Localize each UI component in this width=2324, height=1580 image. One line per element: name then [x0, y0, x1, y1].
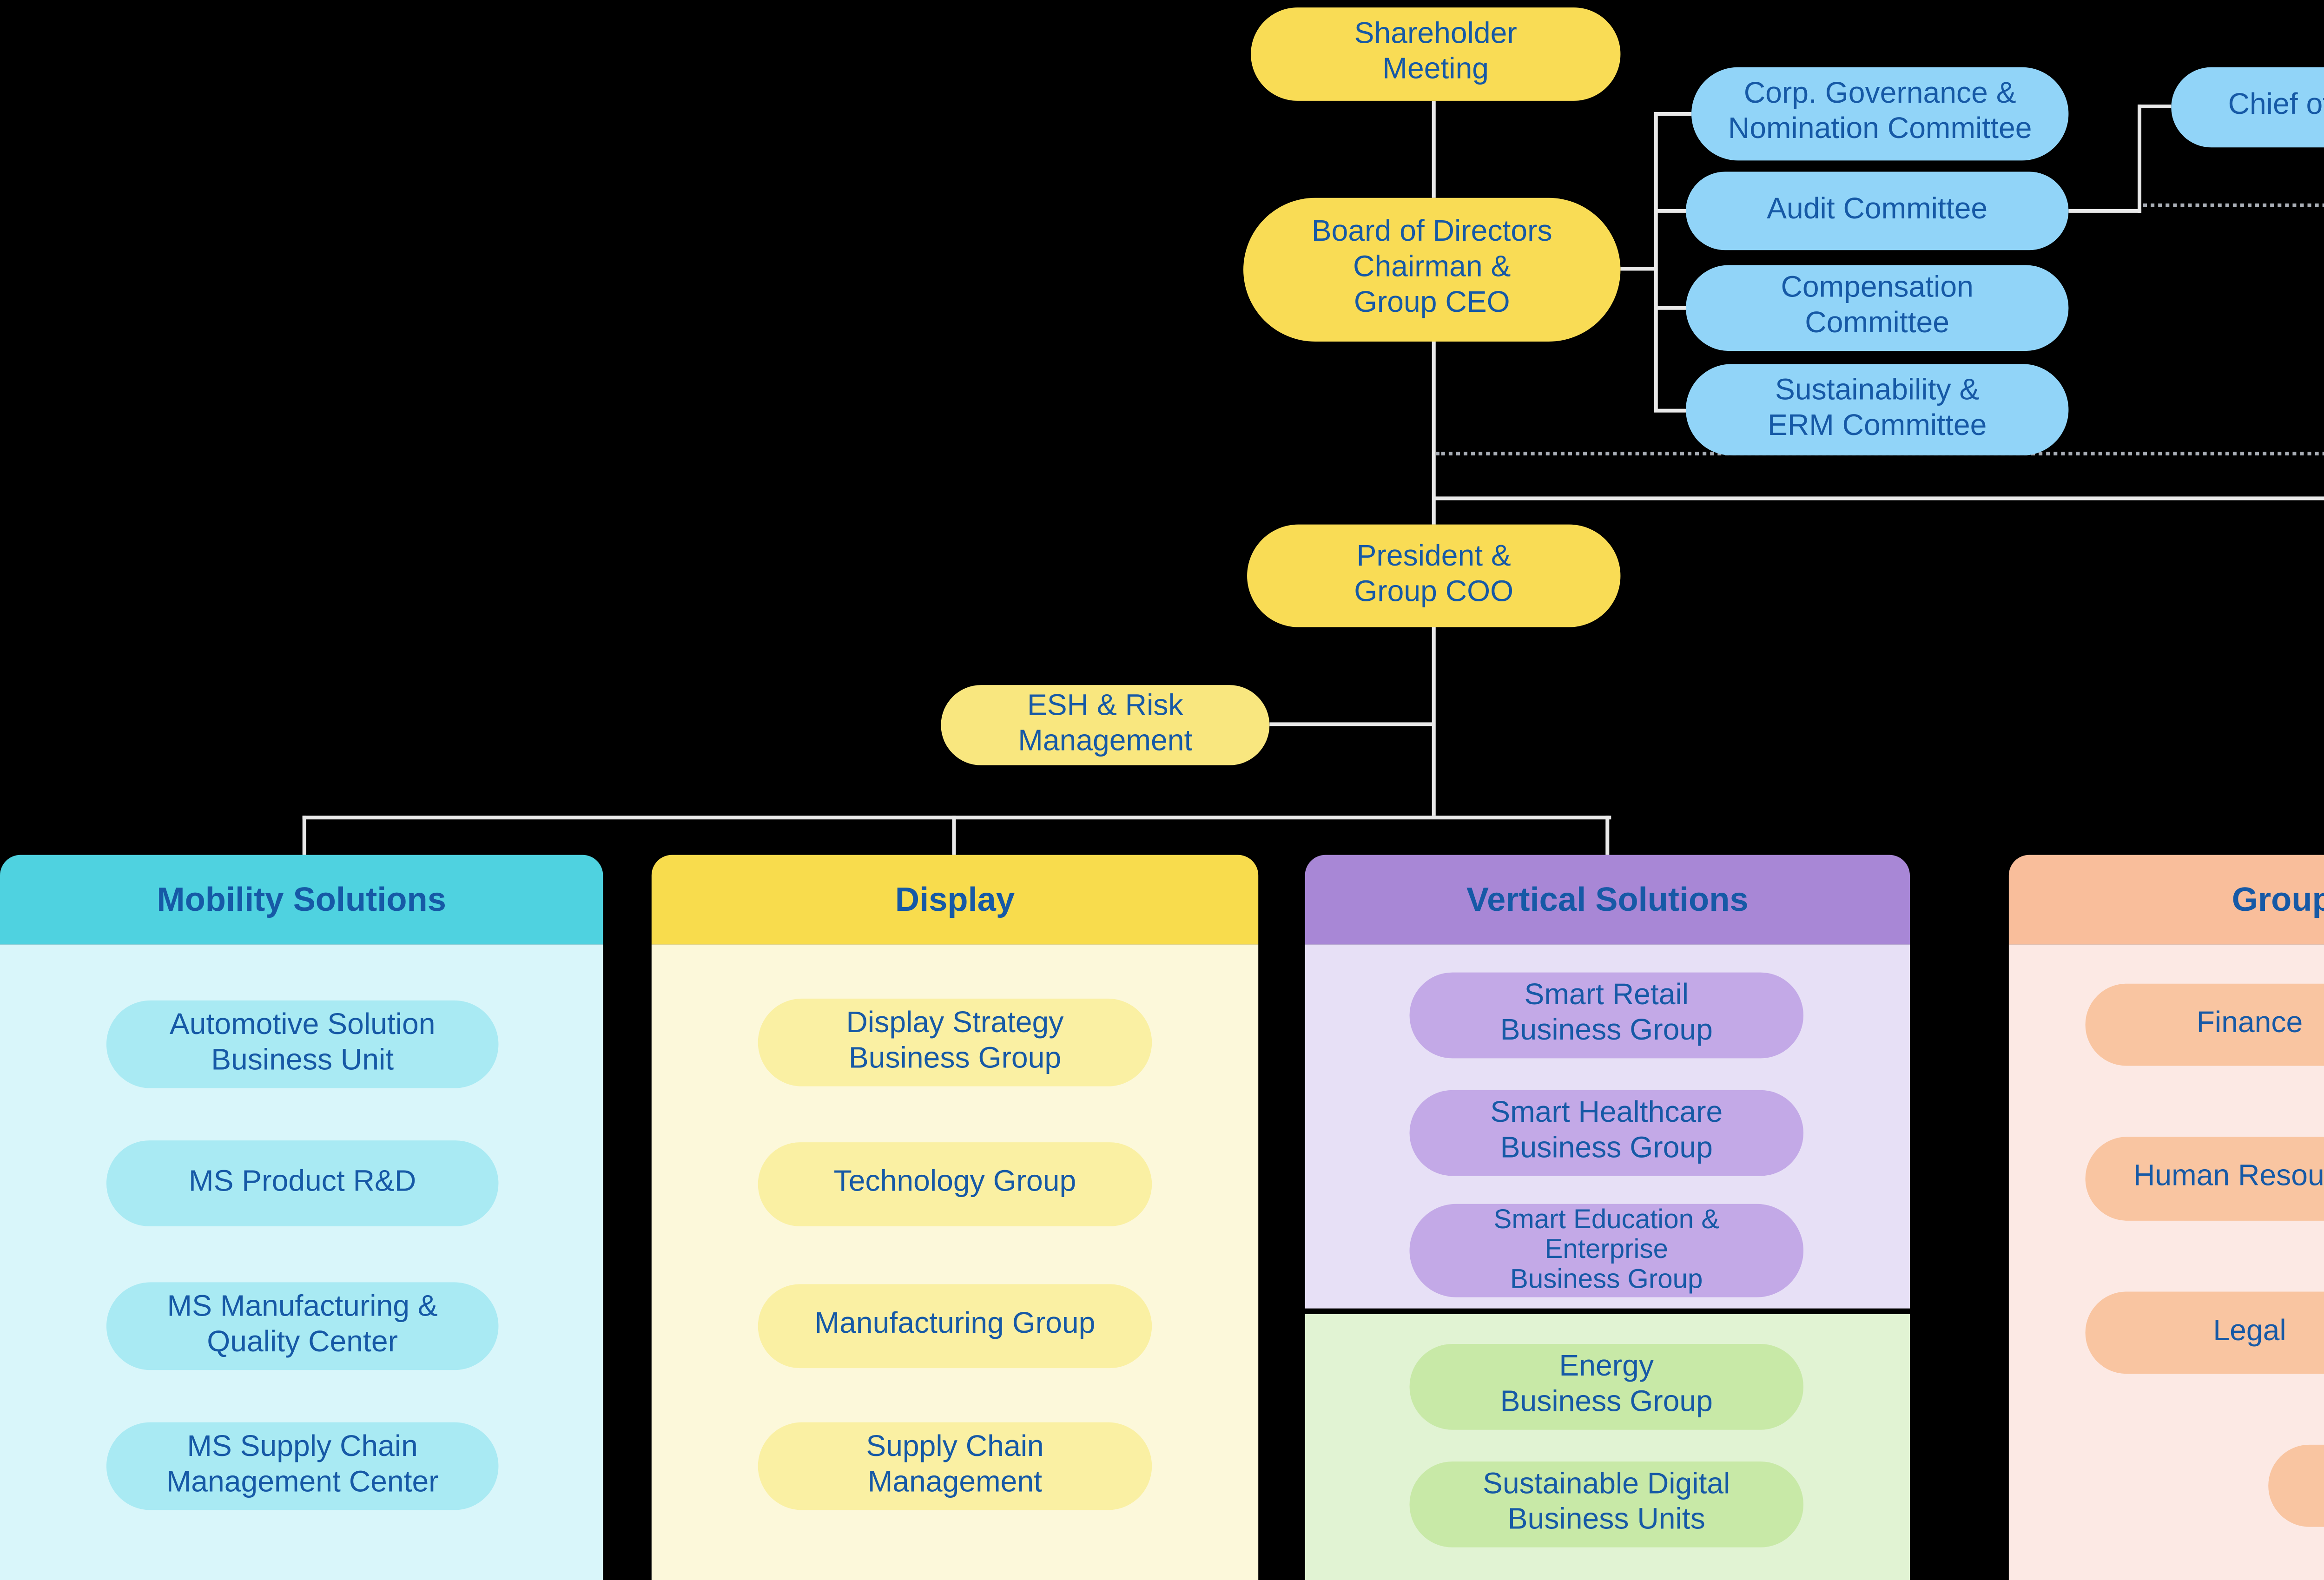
vertical-item-sustainable-digital: Sustainable Digital Business Units: [1409, 1461, 1804, 1547]
board-of-directors-node: Board of Directors Chairman & Group CEO: [1243, 198, 1621, 342]
corp-governance-committee-node: Corp. Governance & Nomination Committee: [1691, 67, 2069, 161]
connector-line: [1620, 267, 1654, 271]
chief-of-compliance-node: Chief of Compliance: [2171, 67, 2324, 148]
president-coo-node: President & Group COO: [1247, 524, 1621, 627]
connector-line: [2138, 104, 2172, 108]
connector-line: [302, 816, 306, 855]
esh-risk-management-node: ESH & Risk Management: [941, 685, 1270, 765]
connector-line: [1269, 722, 1434, 726]
display-item-supply-chain: Supply Chain Management: [758, 1422, 1152, 1510]
connector-line: [1432, 100, 1436, 198]
display-item-technology: Technology Group: [758, 1142, 1152, 1226]
audit-committee-node: Audit Committee: [1685, 171, 2069, 250]
mobility-item-manufacturing: MS Manufacturing & Quality Center: [106, 1282, 499, 1370]
infrastructure-item-finance: Finance: [2085, 983, 2324, 1066]
connector-line: [302, 816, 1611, 820]
connector-line: [1432, 627, 1436, 816]
connector-line: [1654, 408, 1686, 413]
display-item-strategy: Display Strategy Business Group: [758, 998, 1152, 1086]
mobility-solutions-header: Mobility Solutions: [0, 855, 603, 945]
compensation-committee-node: Compensation Committee: [1685, 265, 2069, 351]
mobility-item-product-rd: MS Product R&D: [106, 1140, 499, 1226]
mobility-item-automotive: Automotive Solution Business Unit: [106, 1000, 499, 1088]
vertical-item-smart-retail: Smart Retail Business Group: [1409, 972, 1804, 1059]
mobility-item-supply-chain: MS Supply Chain Management Center: [106, 1422, 499, 1510]
dotted-connector-line: [2143, 203, 2324, 207]
display-item-manufacturing: Manufacturing Group: [758, 1284, 1152, 1369]
vertical-solutions-header: Vertical Solutions: [1305, 855, 1910, 945]
infrastructure-item-legal: Legal: [2085, 1291, 2324, 1374]
connector-line: [1605, 816, 1610, 855]
connector-line: [1654, 306, 1686, 310]
connector-line: [1654, 209, 1686, 213]
connector-line: [1432, 342, 1436, 525]
display-header: Display: [651, 855, 1259, 945]
sustainability-erm-committee-node: Sustainability & ERM Committee: [1685, 364, 2069, 456]
connector-line: [1654, 112, 1658, 411]
infrastructure-header: Group Infrastructure Unit: [2008, 855, 2324, 945]
infrastructure-item-human-resource: Human Resource: [2085, 1137, 2324, 1221]
shareholder-meeting-node: Shareholder Meeting: [1251, 7, 1621, 101]
connector-line: [952, 816, 956, 855]
vertical-item-smart-education: Smart Education & Enterprise Business Gr…: [1409, 1204, 1804, 1297]
connector-line: [2068, 209, 2142, 213]
vertical-item-energy: Energy Business Group: [1409, 1343, 1804, 1430]
vertical-item-smart-healthcare: Smart Healthcare Business Group: [1409, 1090, 1804, 1176]
connector-line: [2138, 104, 2142, 213]
connector-line: [1654, 112, 1692, 116]
connector-line: [1433, 496, 2324, 500]
